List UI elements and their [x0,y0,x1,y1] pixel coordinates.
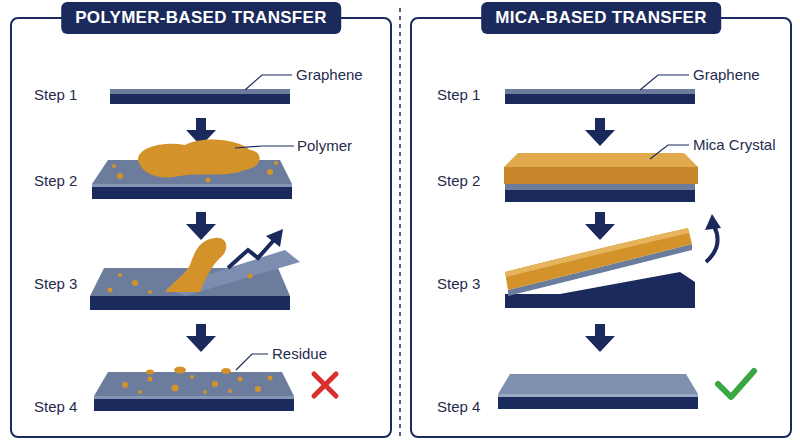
arrow-shaft [196,324,206,338]
step-label: Step 4 [34,398,77,416]
leader-line [236,354,268,370]
arrow-head [705,214,721,230]
substrate [94,399,294,411]
part-label: Graphene [693,66,760,84]
mica-top [505,228,689,277]
leader-line [640,75,689,90]
residue-dot [255,386,261,392]
residue-dot [238,377,243,382]
residue-dot [268,376,273,381]
arrow-shaft [595,118,605,132]
panel-heading: MICA-BASED TRANSFER [481,2,721,34]
step-label: Step 1 [34,86,77,104]
panel-heading: POLYMER-BASED TRANSFER [61,2,341,34]
residue-blob [146,370,154,375]
polymer-drop [274,161,278,165]
residue-dot [212,381,218,387]
substrate [498,397,698,409]
graphene-surface [498,374,698,394]
residue-dot [122,382,128,388]
step-label: Step 1 [437,86,480,104]
mica-top [504,153,698,167]
substrate [90,296,290,310]
polymer-drop [108,288,113,293]
polymer-drop [267,169,273,175]
residue-dot [148,377,153,382]
arrow-shaft [595,324,605,338]
polymer-drop [206,178,211,183]
residue-dot [138,390,142,394]
leader-line [650,145,689,159]
residue-blob [221,368,231,374]
check-mark [718,371,754,397]
polymer-drop [117,173,123,179]
graphene-layer [505,184,695,190]
lift-arrow [706,226,718,262]
residue-dot [190,375,194,379]
graphene-layer [505,89,695,94]
substrate [505,190,695,202]
graphene-edge [94,396,294,399]
graphene-surface [94,372,294,396]
substrate [110,94,290,104]
residue-dot [228,389,232,393]
polymer-drop [132,280,138,286]
substrate [505,94,695,104]
part-label: Polymer [297,137,352,155]
step-label: Step 3 [34,275,77,293]
arrow-shaft [196,212,206,226]
arrow-head [585,336,615,352]
divider [399,8,401,440]
cross-mark [314,374,336,396]
step-label: Step 3 [437,275,480,293]
graphene-edge [92,184,292,187]
arrow-shaft [595,212,605,226]
substrate [92,187,292,199]
polymer-drop [248,274,253,279]
leader-line [235,146,294,148]
mica-sheet [505,228,692,290]
residue-dot [172,385,179,392]
polymer-strand [165,238,226,292]
polymer-drop [118,273,122,277]
arrow-head [186,224,216,240]
polymer-drop [112,164,116,168]
part-label: Mica Crystal [693,136,776,154]
step-label: Step 2 [34,172,77,190]
arrow-head [186,336,216,352]
arrow-head [585,130,615,146]
leader-line [245,75,292,90]
peel-arrow [228,240,274,268]
residue-blob [174,367,186,374]
residue-dot [203,390,207,394]
step-label: Step 2 [437,172,480,190]
arrow-head [266,229,283,247]
graphene-layer [110,89,290,94]
polymer-blob [138,140,260,178]
part-label: Graphene [296,66,363,84]
graphene-edge [498,394,698,397]
mica-front [504,167,698,184]
part-label: Residue [272,345,327,363]
arrow-head [585,224,615,240]
cross-mark [314,374,336,396]
arrow-shaft [196,118,206,132]
step-label: Step 4 [437,398,480,416]
polymer-drop [148,290,152,294]
